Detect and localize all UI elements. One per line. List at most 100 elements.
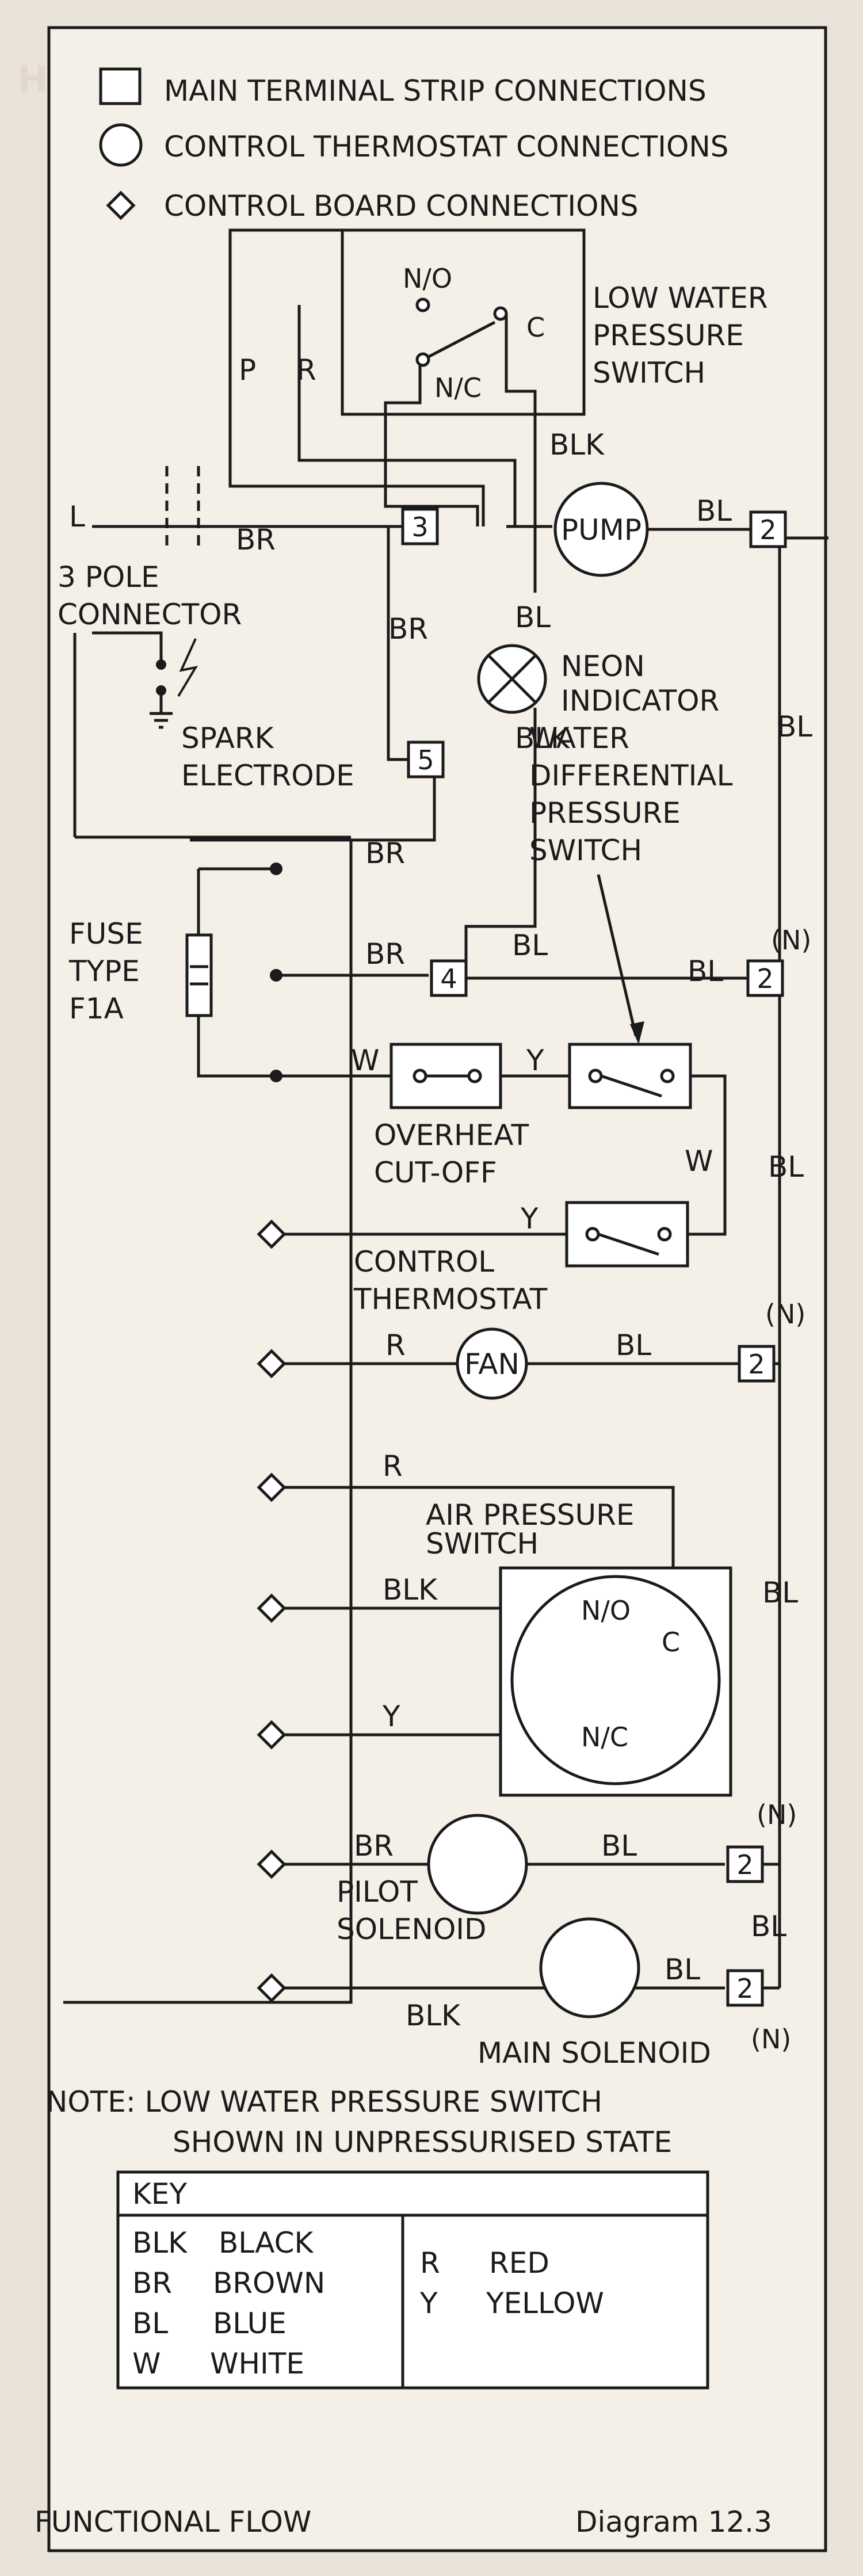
wdps-label-1: WATER: [529, 722, 629, 755]
spark-icon: [177, 638, 198, 697]
wire-label-br: BR: [354, 1829, 394, 1863]
wdps-label-2: DIFFERENTIAL: [529, 759, 733, 792]
wire-label-br: BR: [365, 837, 405, 870]
note-line-1: NOTE: LOW WATER PRESSURE SWITCH: [46, 2085, 602, 2119]
board-connection: [257, 1349, 287, 1379]
terminal-2-wdps: [746, 959, 784, 997]
fan-label: FAN: [464, 1348, 520, 1381]
low-water-pressure-switch: N/O C N/C LOW WATER PRESSURE SWITCH: [341, 228, 768, 416]
aps-nc-label: N/C: [581, 1722, 628, 1753]
terminal-2-label: 2: [736, 1849, 753, 1880]
terminal-2-fan: [738, 1345, 776, 1383]
terminal-2-label: 2: [757, 963, 773, 994]
terminal-3-label: 3: [411, 512, 428, 543]
terminal-2-pump: [749, 510, 787, 548]
wire-label-r: R: [385, 1329, 406, 1362]
wire-label-bl: BL: [696, 494, 732, 528]
wire-label-p: P: [239, 353, 256, 387]
thermostat-connection-symbol: [99, 123, 143, 167]
fuse-label-2: TYPE: [68, 955, 140, 988]
aps-label-1: AIR PRESSURE: [426, 1498, 634, 1532]
wire-label-br: BR: [236, 523, 276, 556]
terminal-strip-symbol: [99, 67, 142, 105]
board-connection: [257, 1973, 287, 2003]
control-thermostat: CONTROL THERMOSTAT: [353, 1201, 689, 1316]
wire-label-blk: BLK: [406, 1999, 461, 2032]
key-title: KEY: [132, 2177, 187, 2211]
wire-label-bl: BL: [515, 601, 551, 634]
aps-c-label: C: [662, 1627, 680, 1658]
spark-label-2: ELECTRODE: [181, 759, 354, 792]
terminal-2-label: 2: [759, 514, 776, 545]
key-name: BLUE: [213, 2307, 287, 2340]
wire-label-bl: BL: [616, 1329, 651, 1362]
water-differential-pressure-switch: WATER DIFFERENTIAL PRESSURE SWITCH: [529, 722, 733, 1109]
terminal-2-label: 2: [736, 1973, 753, 2004]
wire-label-y: Y: [526, 1044, 544, 1077]
wire-label-r: R: [296, 353, 316, 387]
wire-label-n: (N): [757, 1799, 797, 1830]
wire-labels: P R BLK L BR BL BL BR BL BLK BR BR BL BL…: [69, 353, 812, 2055]
note: NOTE: LOW WATER PRESSURE SWITCH SHOWN IN…: [46, 2085, 672, 2159]
wire-label-blk: BLK: [383, 1573, 438, 1606]
key-code: BL: [132, 2307, 168, 2340]
wire-label-y: Y: [520, 1202, 539, 1235]
main-solenoid-label: MAIN SOLENOID: [478, 2036, 711, 2070]
key-name: WHITE: [210, 2347, 304, 2380]
wire-label-bl: BL: [768, 1150, 804, 1184]
board-connection: [257, 1472, 287, 1502]
fuse: FUSE TYPE F1A: [68, 863, 282, 1082]
wire-label-n: (N): [771, 925, 811, 956]
wire-label-r: R: [383, 1449, 403, 1483]
three-pole-connector: [156, 466, 200, 697]
key-name: YELLOW: [486, 2287, 604, 2320]
wire-label-y: Y: [382, 1700, 400, 1733]
key-code: R: [420, 2246, 440, 2280]
pilot-label-2: SOLENOID: [337, 1913, 487, 1946]
pilot-label-1: PILOT: [337, 1875, 418, 1909]
wire-label-n: (N): [751, 2024, 791, 2055]
lwps-no-label: N/O: [403, 263, 452, 294]
legend: MAIN TERMINAL STRIP CONNECTIONS CONTROL …: [99, 67, 729, 223]
key-code: W: [132, 2347, 161, 2380]
overheat-cutoff: OVERHEAT CUT-OFF: [374, 1043, 529, 1189]
diagram-frame: [47, 26, 827, 2552]
wdps-label-4: SWITCH: [529, 834, 642, 867]
lwps-c-label: C: [526, 312, 545, 343]
main-terminal-strip: 3 5 4 2 2 2 2 2: [401, 507, 787, 2007]
air-pressure-switch: AIR PRESSURE SWITCH N/O C N/C: [426, 1498, 732, 1797]
control-board-connections: [257, 1219, 287, 2003]
board-connection: [257, 1593, 287, 1623]
lwps-title-3: SWITCH: [593, 356, 705, 390]
terminal-4-label: 4: [440, 963, 457, 994]
board-connection-symbol: [106, 190, 136, 220]
terminal-5-label: 5: [417, 745, 434, 776]
legend-terminal-strip: MAIN TERMINAL STRIP CONNECTIONS: [164, 74, 707, 108]
aps-no-label: N/O: [581, 1595, 631, 1626]
key-name: BROWN: [213, 2266, 325, 2300]
thermostat-label-1: CONTROL: [354, 1245, 494, 1279]
wire-label-bl: BL: [665, 1953, 700, 1986]
wire-label-bl: BL: [688, 955, 723, 988]
key-name: BLACK: [219, 2226, 314, 2260]
legend-board: CONTROL BOARD CONNECTIONS: [164, 189, 639, 223]
legend-thermostat: CONTROL THERMOSTAT CONNECTIONS: [164, 130, 729, 163]
terminal-2-main: [726, 1969, 764, 2007]
pump: PUMP: [553, 482, 649, 577]
lwps-title-2: PRESSURE: [593, 319, 744, 352]
overheat-label-1: OVERHEAT: [374, 1119, 529, 1152]
neon-label-2: INDICATOR: [561, 684, 719, 718]
footer-diagram-number: Diagram 12.3: [575, 2505, 772, 2539]
main-solenoid: MAIN SOLENOID: [478, 1917, 711, 2070]
wdps-label-3: PRESSURE: [529, 796, 681, 830]
lwps-nc-label: N/C: [434, 372, 482, 403]
wire-label-bl: BL: [751, 1910, 786, 1943]
wire-label-w: W: [351, 1044, 379, 1077]
wire-label-w: W: [685, 1144, 713, 1178]
wire-label-bl: BL: [512, 929, 548, 962]
pilot-solenoid: PILOT SOLENOID: [337, 1814, 528, 1946]
aps-label-2: SWITCH: [426, 1527, 539, 1560]
neon-indicator: NEON INDICATOR: [477, 644, 719, 718]
